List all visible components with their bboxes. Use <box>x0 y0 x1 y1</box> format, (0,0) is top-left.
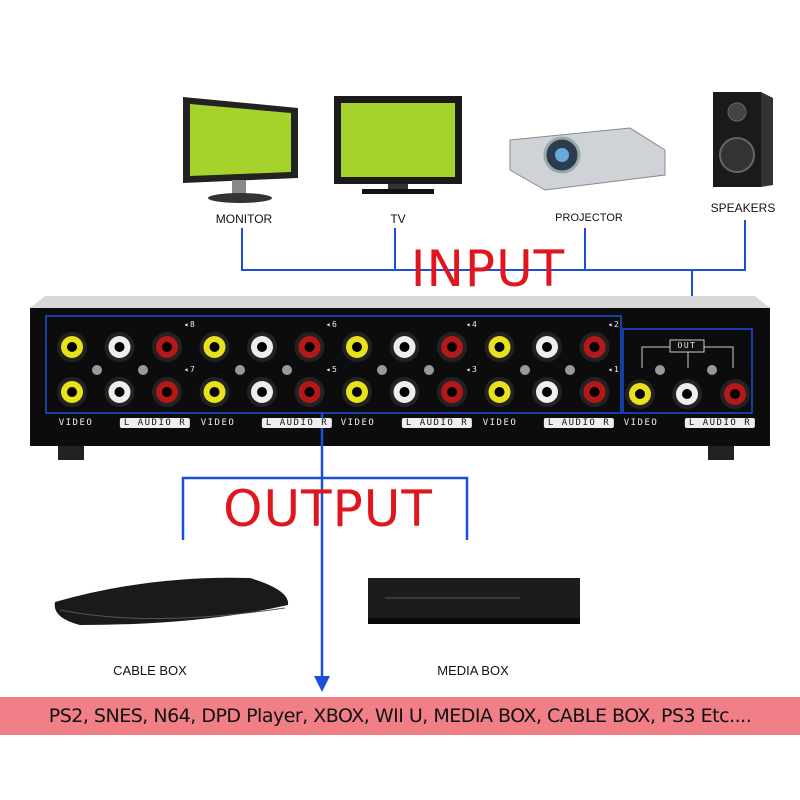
port-number-label: ◂2 <box>607 320 621 329</box>
rca-jack-input[interactable] <box>57 332 87 362</box>
audio-label: L AUDIO R <box>543 418 615 428</box>
projector-icon <box>509 127 666 191</box>
rca-jack-input[interactable] <box>199 377 230 407</box>
rca-jack-input[interactable] <box>247 377 277 407</box>
input-title: INPUT <box>410 240 566 298</box>
rca-jack-input[interactable] <box>532 377 562 407</box>
screw-icon <box>565 365 575 375</box>
rca-jack-input[interactable] <box>532 332 562 362</box>
rca-jack-input[interactable] <box>342 332 372 362</box>
port-number-label: ◂6 <box>325 320 339 329</box>
port-number-label: ◂7 <box>183 365 197 374</box>
video-label: VIDEO <box>482 418 518 428</box>
compatible-devices-banner: PS2, SNES, N64, DPD Player, XBOX, WII U,… <box>0 697 800 735</box>
screw-icon <box>235 365 245 375</box>
rca-jack-output[interactable] <box>720 379 750 409</box>
rca-jack-input[interactable] <box>389 377 420 407</box>
port-number-label: ◂1 <box>607 365 621 374</box>
speaker-icon <box>713 92 773 187</box>
screw-icon <box>520 365 530 375</box>
port-number-label: ◂8 <box>183 320 197 329</box>
port-number-label: ◂5 <box>325 365 339 374</box>
rca-jack-output[interactable] <box>625 379 655 409</box>
video-label: VIDEO <box>623 418 659 428</box>
rca-jack-input[interactable] <box>247 332 277 362</box>
port-number-label: ◂3 <box>465 365 479 374</box>
rca-jack-input[interactable] <box>342 377 372 407</box>
screw-icon <box>707 365 717 375</box>
tv-label: TV <box>390 212 406 226</box>
output-connection-lines <box>181 413 469 680</box>
video-label: VIDEO <box>200 418 236 428</box>
rca-jack-input[interactable] <box>579 332 610 362</box>
screw-icon <box>138 365 148 375</box>
av-switch-device <box>30 296 770 460</box>
compatible-devices-text: PS2, SNES, N64, DPD Player, XBOX, WII U,… <box>48 705 752 727</box>
cable-box-label: CABLE BOX <box>113 663 187 678</box>
rca-jack-input[interactable] <box>57 377 87 407</box>
out-label: OUT <box>677 341 697 350</box>
output-title: OUTPUT <box>223 480 433 538</box>
rca-jack-input[interactable] <box>152 332 182 362</box>
media-box-label: MEDIA BOX <box>437 663 509 678</box>
video-label: VIDEO <box>58 418 94 428</box>
rca-jack-input[interactable] <box>152 377 182 407</box>
rca-jack-input[interactable] <box>389 332 420 362</box>
rca-jack-output[interactable] <box>672 379 702 409</box>
audio-label: L AUDIO R <box>119 418 191 428</box>
rca-jack-input[interactable] <box>199 332 230 362</box>
rca-jack-input[interactable] <box>579 377 610 407</box>
projector-label: PROJECTOR <box>555 212 623 224</box>
rca-jack-input[interactable] <box>437 377 467 407</box>
speakers-label: SPEAKERS <box>710 201 776 215</box>
rca-jack-input[interactable] <box>484 377 515 407</box>
cable-box-icon <box>54 577 289 625</box>
screw-icon <box>655 365 665 375</box>
screw-icon <box>282 365 292 375</box>
tv-icon <box>334 96 462 194</box>
monitor-label: MONITOR <box>215 212 273 226</box>
video-label: VIDEO <box>340 418 376 428</box>
port-number-label: ◂4 <box>465 320 479 329</box>
audio-label: L AUDIO R <box>261 418 333 428</box>
monitor-icon <box>183 97 298 203</box>
rca-jack-input[interactable] <box>294 377 325 407</box>
screw-icon <box>92 365 102 375</box>
audio-label: L AUDIO R <box>684 418 756 428</box>
rca-jack-input[interactable] <box>104 377 135 407</box>
rca-jack-input[interactable] <box>294 332 325 362</box>
media-box-icon <box>368 578 580 624</box>
rca-jack-input[interactable] <box>437 332 467 362</box>
screw-icon <box>377 365 387 375</box>
output-arrowhead-icon <box>314 676 330 692</box>
rca-jack-input[interactable] <box>484 332 515 362</box>
screw-icon <box>424 365 434 375</box>
audio-label: L AUDIO R <box>401 418 473 428</box>
rca-jack-input[interactable] <box>104 332 135 362</box>
